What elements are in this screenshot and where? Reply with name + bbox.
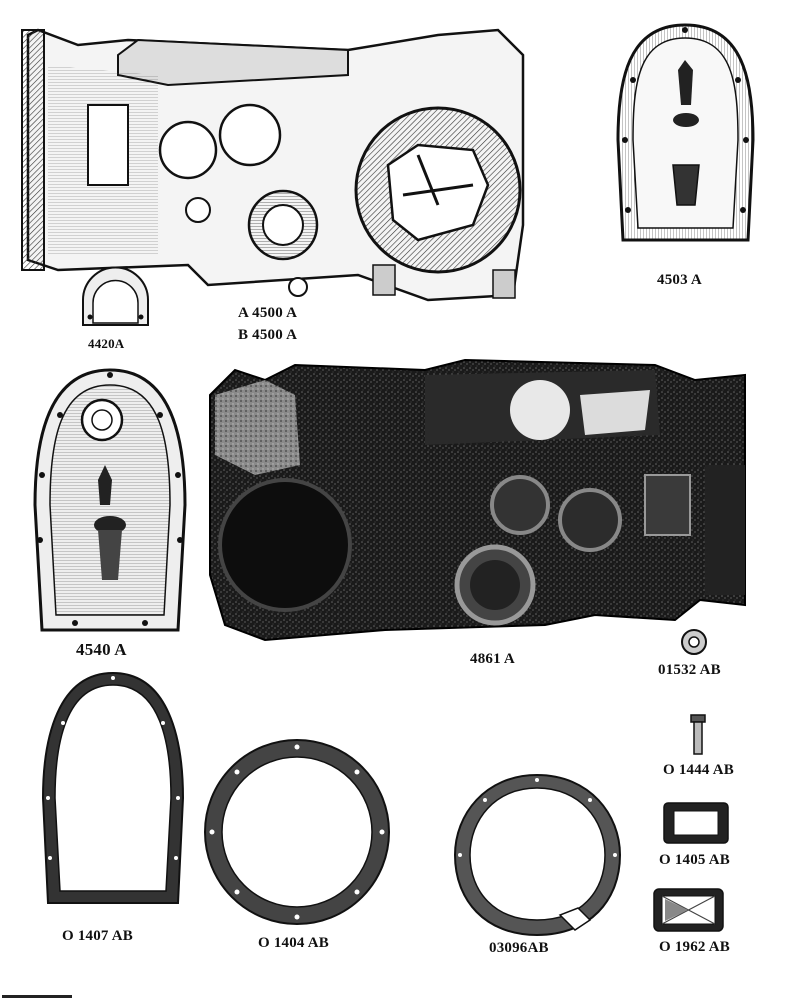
pin-drawing (688, 713, 708, 758)
bearing-cap-drawing (78, 265, 153, 330)
washer-label: 01532 AB (658, 662, 721, 678)
plate-gasket-label: O 1962 AB (659, 939, 730, 955)
small-gasket-drawing (661, 800, 731, 846)
oval-gasket-drawing (38, 668, 188, 913)
irregular-gasket-label: 03096AB (489, 940, 549, 956)
plate-gasket-drawing (651, 886, 726, 934)
round-gasket-drawing (200, 735, 395, 930)
round-gasket-label: O 1404 AB (258, 935, 329, 951)
inner-cover-label: 4540 A (76, 640, 127, 659)
inner-cover-drawing (30, 365, 190, 640)
emblem-cover-label: 4503 A (657, 272, 702, 288)
transmission-housing-drawing (18, 25, 538, 305)
housing-photo-label: 4861 A (470, 651, 515, 667)
pin-label: O 1444 AB (663, 762, 734, 778)
bearing-cap-label: 4420A (88, 336, 125, 351)
emblem-cover-drawing (613, 20, 758, 260)
scan-edge-line (2, 995, 72, 998)
irregular-gasket-drawing (450, 770, 625, 940)
transmission-housing-label-b: B 4500 A (238, 327, 298, 343)
oval-gasket-label: O 1407 AB (62, 928, 133, 944)
washer-drawing (680, 628, 708, 656)
small-gasket-label: O 1405 AB (659, 852, 730, 868)
transmission-housing-label-a: A 4500 A (238, 305, 298, 321)
housing-photo (205, 355, 750, 645)
